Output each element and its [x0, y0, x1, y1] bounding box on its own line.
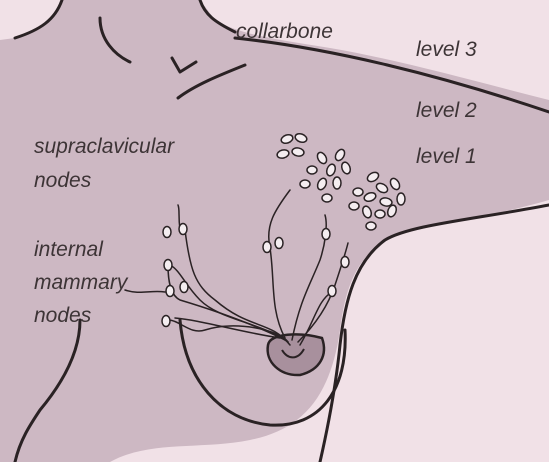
lymph-node: [166, 286, 174, 297]
lymph-node: [349, 202, 359, 210]
level-1-label: level 1: [416, 145, 477, 169]
label-line: supraclavicular: [34, 130, 174, 164]
label-line: internal: [34, 233, 127, 266]
lymph-node: [375, 210, 385, 218]
lymph-node: [179, 224, 187, 235]
lymph-node: [322, 229, 330, 240]
nipple: [268, 334, 324, 375]
label-line: mammary: [34, 266, 127, 299]
lymph-node: [353, 188, 363, 196]
lymph-node: [162, 316, 170, 327]
level-3-label: level 3: [416, 38, 477, 62]
lymph-node: [341, 257, 349, 268]
lymph-node: [263, 242, 271, 253]
lymph-node: [300, 180, 310, 188]
lymph-node: [180, 282, 188, 293]
collarbone-label: collarbone: [236, 20, 333, 44]
lymph-node: [275, 238, 283, 249]
label-line: nodes: [34, 164, 174, 198]
lymph-node: [163, 227, 171, 238]
lymph-node: [322, 194, 332, 202]
lymph-node: [307, 166, 317, 174]
lymph-node: [328, 286, 336, 297]
supraclavicular-nodes-label: supraclavicular nodes: [34, 130, 174, 198]
lymph-node: [164, 260, 172, 271]
level-2-label: level 2: [416, 99, 477, 123]
internal-mammary-nodes-label: internal mammary nodes: [34, 233, 127, 332]
lymph-node: [333, 177, 341, 189]
lymph-node: [366, 222, 376, 230]
label-line: nodes: [34, 299, 127, 332]
lymph-node: [397, 193, 405, 205]
